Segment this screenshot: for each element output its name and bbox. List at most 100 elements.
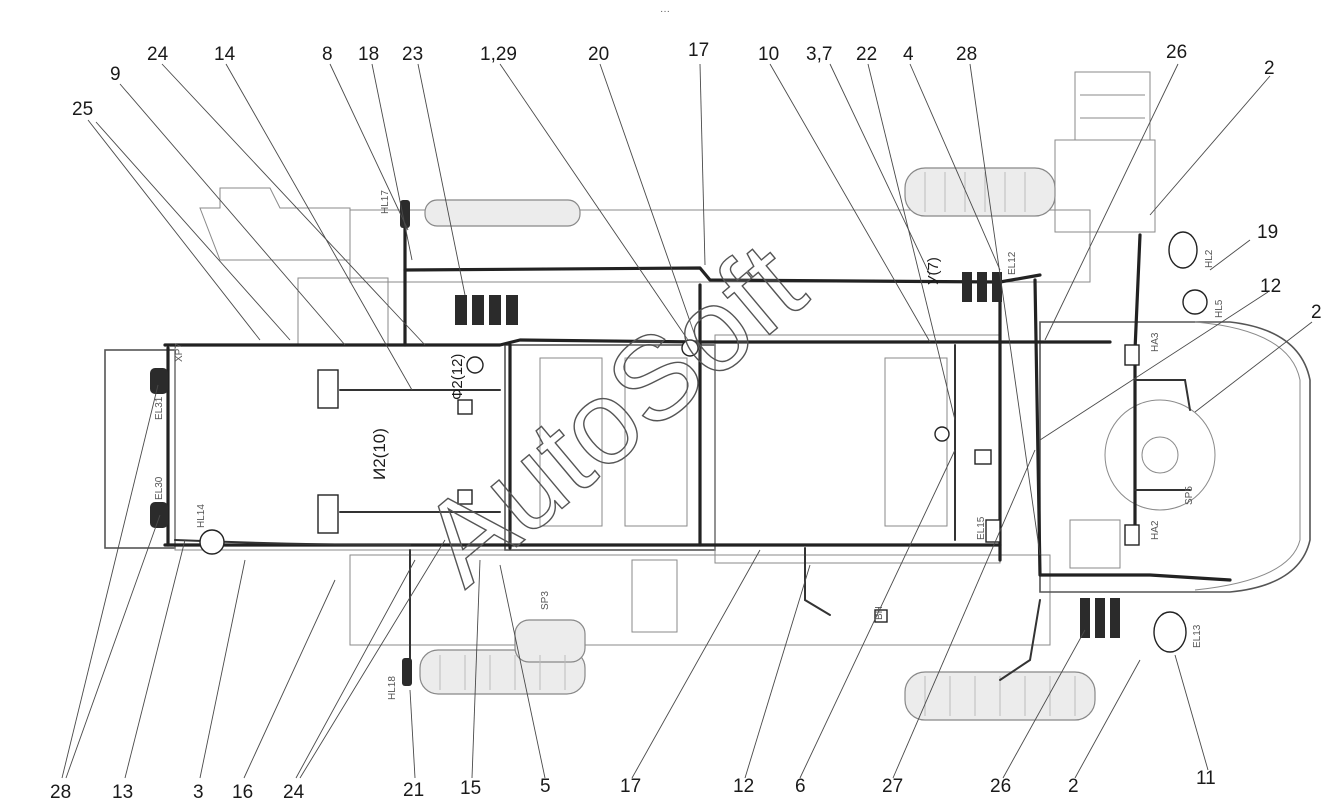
label-28-top: 28 xyxy=(956,44,977,65)
label-12-right: 12 xyxy=(1260,276,1281,297)
label-1-29: 1,29 xyxy=(480,44,517,65)
instrument-cluster xyxy=(1074,71,1151,141)
label-26-top: 26 xyxy=(1166,42,1187,63)
fuse-block-bottom xyxy=(1080,598,1120,638)
connector-3 xyxy=(974,449,992,465)
tire-front-top xyxy=(904,167,1056,217)
code-ha2: HA2 xyxy=(1150,520,1161,540)
label-24-top: 24 xyxy=(147,44,169,65)
relay-box-cab xyxy=(1069,519,1121,569)
connector-2 xyxy=(457,489,473,505)
headlamp-lower xyxy=(1153,611,1187,653)
battery-box xyxy=(631,559,678,633)
code-xp7: XP7 xyxy=(174,343,185,362)
label-12-bottom: 12 xyxy=(733,776,754,797)
connector-1 xyxy=(457,399,473,415)
code-el12: EL12 xyxy=(1007,251,1018,275)
label-i2-10: И2(10) xyxy=(370,428,389,480)
code-ha3: HA3 xyxy=(1150,332,1161,352)
tire-rear-top xyxy=(424,199,581,227)
steering-hub xyxy=(1141,436,1179,474)
relay-block-front xyxy=(962,272,1002,302)
side-lamp-hl18 xyxy=(402,658,412,686)
label-27: 27 xyxy=(882,776,903,797)
horn-ha2 xyxy=(1124,524,1140,546)
harness-hl-bottom xyxy=(999,599,1041,681)
tire-treads xyxy=(439,172,1076,716)
side-lamp-hl17 xyxy=(400,200,410,228)
cab-outline xyxy=(1039,321,1311,593)
label-2-bottom: 2 xyxy=(1068,776,1079,797)
code-hl5: HL5 xyxy=(1214,299,1225,318)
header-marker: ··· xyxy=(660,6,670,17)
label-2-right: 2 xyxy=(1311,302,1322,323)
label-10: 10 xyxy=(758,44,779,65)
harness-main-top xyxy=(163,338,1112,347)
code-el13: EL13 xyxy=(1192,624,1203,648)
instrument-panel xyxy=(1054,139,1156,233)
label-25: 25 xyxy=(72,99,93,120)
ladder-box xyxy=(297,277,389,347)
label-17-bottom: 17 xyxy=(620,776,641,797)
label-14: 14 xyxy=(214,44,236,65)
label-13: 13 xyxy=(112,782,133,803)
label-2-top: 2 xyxy=(1264,58,1275,79)
bottom-rail xyxy=(349,554,1051,646)
label-3-7: 3,7 xyxy=(806,44,832,65)
label-6: 6 xyxy=(795,776,806,797)
label-15: 15 xyxy=(460,778,481,799)
steering-wheel xyxy=(1104,399,1216,511)
harness-cab-sensor xyxy=(1134,379,1191,411)
fuse-block-top xyxy=(455,295,518,325)
front-panel xyxy=(884,357,948,527)
harness-cab-vertical xyxy=(1133,233,1142,542)
code-el30: EL30 xyxy=(154,476,165,500)
rear-upper-structure xyxy=(199,187,351,261)
rear-lamp-el31 xyxy=(150,368,168,394)
code-el15: EL15 xyxy=(976,516,987,540)
top-labels: 25 9 24 14 8 18 23 1,29 20 17 10 3,7 22 … xyxy=(72,40,1322,323)
headlamp-upper xyxy=(1168,231,1198,269)
lamp-el15 xyxy=(985,519,1001,543)
middle-panel-1 xyxy=(539,357,603,527)
label-11: 11 xyxy=(1196,768,1216,789)
label-26-bottom: 26 xyxy=(990,776,1011,797)
leader-lines-bottom xyxy=(61,384,1209,779)
component-round-2 xyxy=(681,339,699,357)
label-4: 4 xyxy=(903,44,914,65)
label-21: 21 xyxy=(403,780,424,801)
rear-lamp-el30 xyxy=(150,502,168,528)
vehicle-outline: ··· xyxy=(104,6,1311,646)
tires xyxy=(419,167,1096,721)
inline-labels: И2(10) Ф2(12) У(7) xyxy=(370,257,942,480)
label-19: 19 xyxy=(1257,222,1278,243)
code-hl17: HL17 xyxy=(380,190,391,214)
code-el31: EL31 xyxy=(154,396,165,420)
harness-upper-rail xyxy=(403,266,1042,284)
label-20: 20 xyxy=(588,44,609,65)
label-f2-12: Ф2(12) xyxy=(449,354,466,400)
component-round-3 xyxy=(934,426,950,442)
code-hl14: HL14 xyxy=(196,504,207,528)
code-sp3: SP3 xyxy=(540,591,551,610)
sensor-top xyxy=(317,369,339,409)
label-9: 9 xyxy=(110,64,121,85)
code-sp5: SP5 xyxy=(1184,486,1195,505)
code-vn: ВН xyxy=(874,606,885,620)
label-17-top: 17 xyxy=(688,40,709,61)
label-16: 16 xyxy=(232,782,253,803)
bottom-labels: 28 13 3 16 24 21 15 5 17 12 6 27 26 2 11 xyxy=(50,768,1216,803)
label-u-7: У(7) xyxy=(925,257,942,285)
harness-cab-lower xyxy=(1033,278,1232,582)
label-22: 22 xyxy=(856,44,877,65)
harness-mid-drop xyxy=(804,547,831,616)
code-hl2: HL2 xyxy=(1204,249,1215,268)
beacon-hl14 xyxy=(199,529,225,555)
label-8: 8 xyxy=(322,44,333,65)
label-18: 18 xyxy=(358,44,379,65)
label-5: 5 xyxy=(540,776,551,797)
middle-panel-2 xyxy=(624,357,688,527)
label-3: 3 xyxy=(193,782,204,803)
tire-mid-bottom xyxy=(514,619,586,663)
